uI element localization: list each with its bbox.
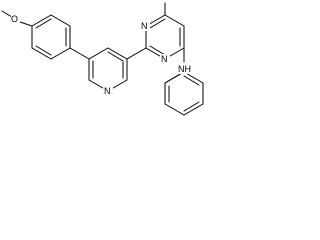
bond-b2-inner [107,51,124,62]
bond-b2 [107,47,128,60]
pyrimidine-ring [145,14,185,60]
methoxyphenyl-ring [31,14,71,60]
bond-c3 [164,14,185,27]
bond-phenyl-pyridine [69,47,90,60]
bond-a2 [50,14,71,27]
bond-c6-inner [149,45,166,56]
bond-pyridine-pyrimidine [126,47,147,60]
bond-a5-inner [35,45,52,56]
bond-d3 [183,103,204,116]
oxygen-label: O [11,14,18,24]
atom-labels: O N N N NH [11,14,194,96]
methoxy-group [1,10,33,27]
bond-o-ring [19,21,33,27]
bond-d2 [164,103,185,116]
bond-a5 [31,47,52,60]
bond-methyl-o [1,10,13,18]
phenyl-ring [164,71,204,116]
molecule-svg: O N N N NH [1,2,204,116]
bond-a1 [31,14,52,27]
bond-a4 [50,47,71,60]
structure-diagram: O N N N NH [0,0,206,121]
pyridine-nitrogen-label: N [104,86,111,96]
pyrimidine-nitrogen-top-label: N [141,21,148,31]
amine-label: NH [178,64,191,74]
pyrimidine-nitrogen-lower-label: N [161,54,168,64]
bond-d3-inner [183,101,200,112]
bond-c2-inner [149,18,166,29]
bond-d5-inner [183,75,200,86]
pyridine-ring [88,47,128,92]
bond-b1 [88,47,109,60]
bond-a1-inner [35,18,52,29]
